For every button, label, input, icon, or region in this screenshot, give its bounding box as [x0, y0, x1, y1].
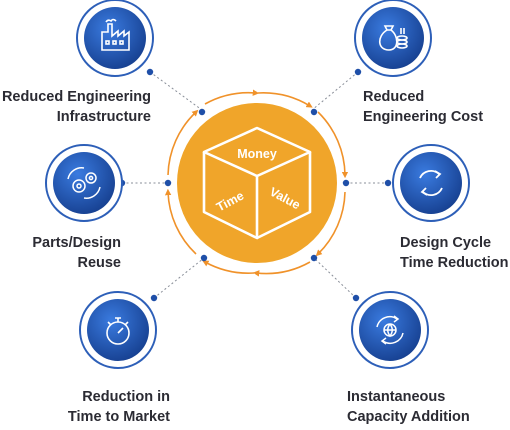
- label-reuse: Parts/Design Reuse: [32, 235, 121, 271]
- connector-capacity: [313, 257, 357, 299]
- circular-arrows-icon: [419, 170, 443, 196]
- label-market: Reduction in Time to Market: [67, 389, 170, 425]
- badge-capacity: [351, 291, 429, 369]
- gears-cycle-icon: [67, 167, 101, 199]
- label-cycle: Design Cycle Time Reduction: [400, 235, 509, 271]
- label-infrastructure: Reduced Engineering Infrastructure: [1, 89, 151, 125]
- connectors: [122, 71, 388, 299]
- center-hub: Money Time Value: [177, 103, 337, 263]
- factory-icon: [101, 18, 130, 51]
- badge-reuse: [45, 144, 123, 222]
- badge-cycle: [392, 144, 470, 222]
- globe-sync-icon: [376, 315, 404, 345]
- connector-market: [153, 257, 205, 299]
- cube-icon: [202, 126, 312, 240]
- money-bag-coins-icon: [378, 25, 408, 51]
- label-capacity: Instantaneous Capacity Addition: [347, 389, 470, 425]
- connector-infrastructure: [149, 71, 203, 111]
- hub-ring: [164, 89, 349, 277]
- badge-infrastructure: [76, 0, 154, 77]
- connector-cost: [311, 71, 359, 111]
- cube-face-money: Money: [237, 147, 277, 161]
- badge-cost: [354, 0, 432, 77]
- badge-market: [79, 291, 157, 369]
- label-cost: Reduced Engineering Cost: [363, 89, 484, 125]
- stopwatch-icon: [106, 317, 130, 345]
